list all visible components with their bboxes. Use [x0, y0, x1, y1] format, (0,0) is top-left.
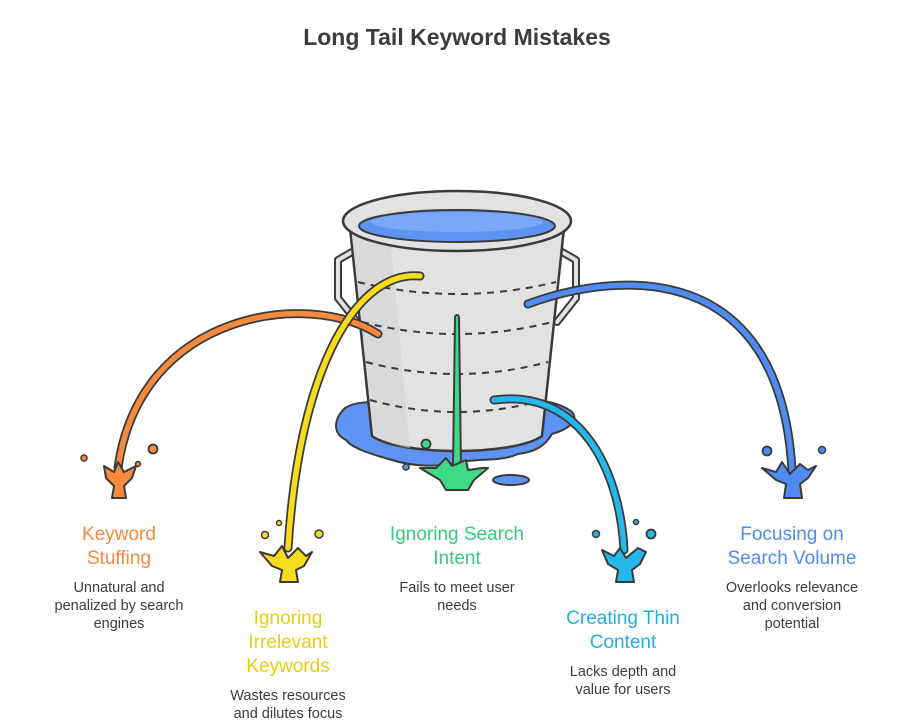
item-label: Ignoring Search Intent: [389, 524, 525, 569]
page-title: Long Tail Keyword Mistakes: [303, 24, 611, 50]
item-focusing-on-search-volume: Focusing on Search Volume Overlooks rele…: [712, 523, 872, 633]
item-creating-thin-content: Creating Thin Content Lacks depth and va…: [552, 607, 694, 699]
item-label: Keyword Stuffing: [82, 524, 156, 569]
item-ignoring-search-intent: Ignoring Search Intent Fails to meet use…: [377, 523, 537, 615]
splash-keyword-stuffing: [80, 443, 159, 499]
item-description: Lacks depth and value for users: [569, 664, 677, 698]
stream-ignoring-irrelevant-fill: [285, 273, 423, 551]
splash-thin-content: [591, 518, 657, 583]
puddle-dot: [402, 463, 410, 471]
splash-ignoring-irrelevant: [259, 519, 324, 583]
bucket-body-shade: [352, 236, 410, 448]
bucket-handle-left-inner: [336, 250, 359, 324]
item-description: Overlooks relevance and conversion poten…: [725, 580, 859, 632]
item-label: Ignoring Irrelevant Keywords: [246, 608, 330, 677]
puddle-drop: [492, 474, 530, 486]
stream-search-volume-fill: [525, 282, 795, 473]
bucket-ring-1: [357, 281, 557, 295]
bucket-water-highlight: [371, 212, 543, 232]
stream-thin-content-fill: [491, 396, 627, 553]
item-description: Unnatural and penalized by search engine…: [54, 580, 184, 632]
item-description: Wastes resources and dilutes focus: [230, 688, 346, 722]
splash-search-volume: [761, 445, 827, 499]
item-keyword-stuffing: Keyword Stuffing Unnatural and penalized…: [44, 523, 194, 633]
item-ignoring-irrelevant-keywords: Ignoring Irrelevant Keywords Wastes reso…: [222, 607, 354, 723]
item-label: Focusing on Search Volume: [727, 524, 857, 569]
bucket-handle-right-inner: [555, 250, 578, 324]
splash-search-intent: [419, 438, 489, 491]
stream-search-intent: [451, 314, 463, 469]
item-label: Creating Thin Content: [566, 608, 680, 653]
item-description: Fails to meet user needs: [399, 580, 515, 614]
